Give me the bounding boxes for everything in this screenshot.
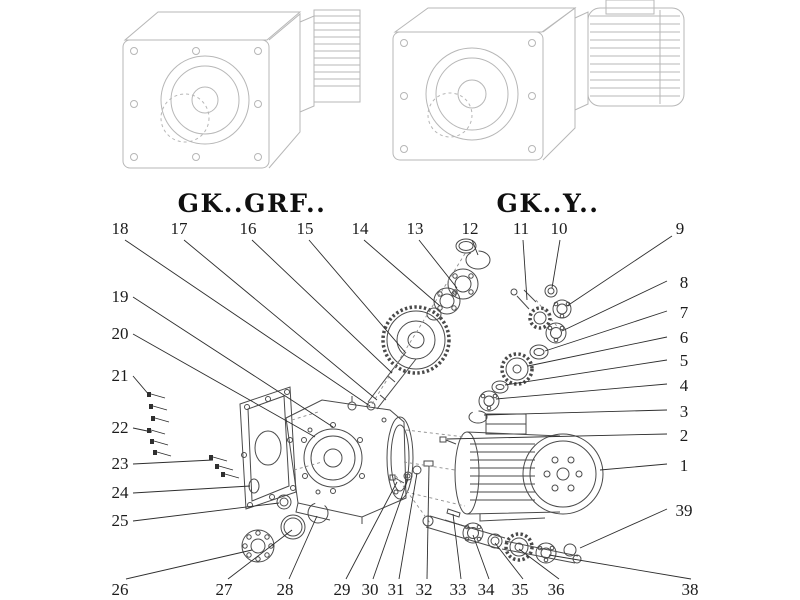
callout-8: 8: [680, 273, 689, 292]
callout-14: 14: [352, 219, 370, 238]
intermediate-gear-set: [439, 322, 567, 445]
callout-7: 7: [680, 303, 689, 322]
callout-31: 31: [388, 580, 405, 599]
callout-2: 2: [680, 426, 689, 445]
callout-1: 1: [680, 456, 689, 475]
callout-17: 17: [171, 219, 189, 238]
callout-33: 33: [450, 580, 467, 599]
callout-12: 12: [462, 219, 479, 238]
callout-4: 4: [680, 376, 689, 395]
callout-3: 3: [680, 402, 689, 421]
callout-22: 22: [112, 418, 129, 437]
output-bearing-seals: [241, 494, 329, 563]
callout-36: 36: [548, 580, 565, 599]
callout-35: 35: [512, 580, 529, 599]
callout-21: 21: [112, 366, 129, 385]
callout-38: 38: [682, 580, 699, 599]
assembled-view-gk-y: [392, 0, 685, 161]
title-gk-grf: GK..GRF..: [178, 189, 327, 218]
callout-19: 19: [112, 287, 129, 306]
callout-32: 32: [416, 580, 433, 599]
callout-34: 34: [478, 580, 496, 599]
callout-26: 26: [112, 580, 129, 599]
callout-18: 18: [112, 219, 129, 238]
callout-30: 30: [362, 580, 379, 599]
callout-20: 20: [112, 324, 129, 343]
assembled-view-gk-grf: [122, 9, 361, 169]
title-gk-y: GK..Y..: [496, 189, 599, 218]
callout-39: 39: [676, 501, 693, 520]
motor: [454, 413, 604, 522]
callout-numbers: 18 17 16 15 14 13 12 11 10 9 8 7 6 5 4 3…: [112, 219, 699, 599]
leader-lines: [124, 235, 692, 580]
callout-15: 15: [297, 219, 314, 238]
callout-27: 27: [216, 580, 234, 599]
callout-24: 24: [112, 483, 130, 502]
callout-23: 23: [112, 454, 129, 473]
callout-29: 29: [334, 580, 351, 599]
callout-25: 25: [112, 511, 129, 530]
input-pinion-set: [510, 284, 572, 330]
callout-28: 28: [277, 580, 294, 599]
fastener-bolts: [147, 392, 240, 479]
gear-housing: [285, 396, 414, 524]
output-shaft-set: [422, 508, 582, 564]
callout-5: 5: [680, 351, 689, 370]
callout-10: 10: [551, 219, 568, 238]
callout-9: 9: [676, 219, 685, 238]
cover-plate: [239, 386, 297, 510]
callout-6: 6: [680, 328, 689, 347]
input-gear-set: [366, 238, 491, 411]
callout-11: 11: [513, 219, 529, 238]
callout-16: 16: [240, 219, 257, 238]
callout-13: 13: [407, 219, 424, 238]
assembly-axis-lines: [291, 251, 561, 524]
